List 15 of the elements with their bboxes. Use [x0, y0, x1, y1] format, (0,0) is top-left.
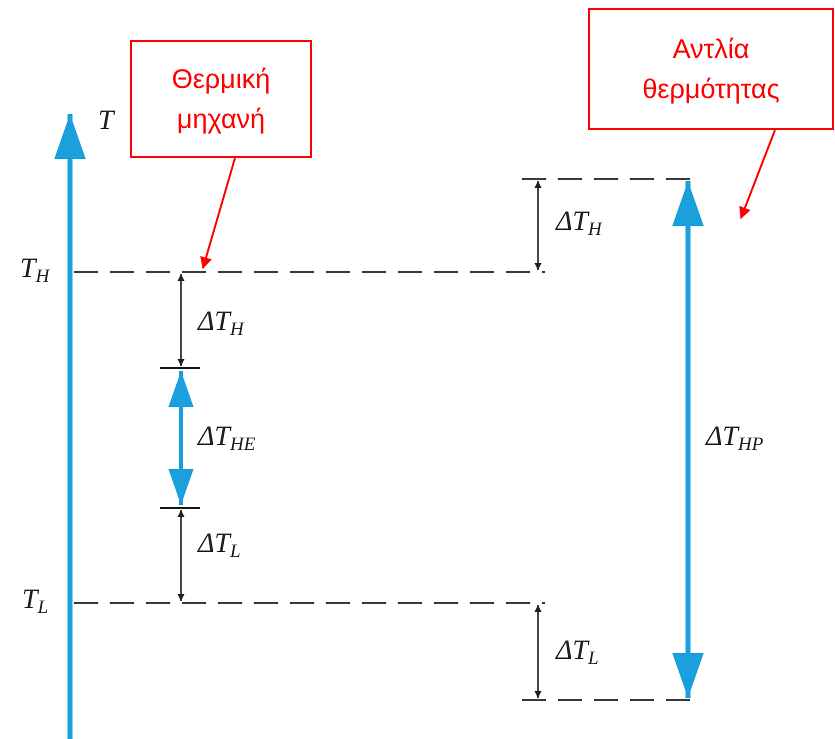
- symbol-label: T: [98, 104, 114, 138]
- leader-line: [739, 130, 776, 220]
- symbol-label: T$_{L}$: [22, 583, 48, 617]
- symbol-label: ΔT$_{L}$: [198, 527, 241, 561]
- leader-line: [200, 158, 236, 270]
- symbol-label: ΔT$_{HE}$: [198, 420, 256, 454]
- callout-text: Αντλία θερμότητας: [641, 33, 781, 106]
- callout-box: [588, 8, 834, 130]
- symbol-label: ΔT$_{L}$: [556, 634, 599, 668]
- callout-box: [130, 40, 312, 158]
- callout-text: Θερμική μηχανή: [172, 63, 270, 136]
- symbol-label: ΔT$_{H}$: [556, 205, 602, 239]
- symbol-label: ΔT$_{HP}$: [706, 420, 764, 454]
- symbol-label: ΔT$_{H}$: [198, 305, 244, 339]
- symbol-label: T$_{H}$: [20, 252, 50, 286]
